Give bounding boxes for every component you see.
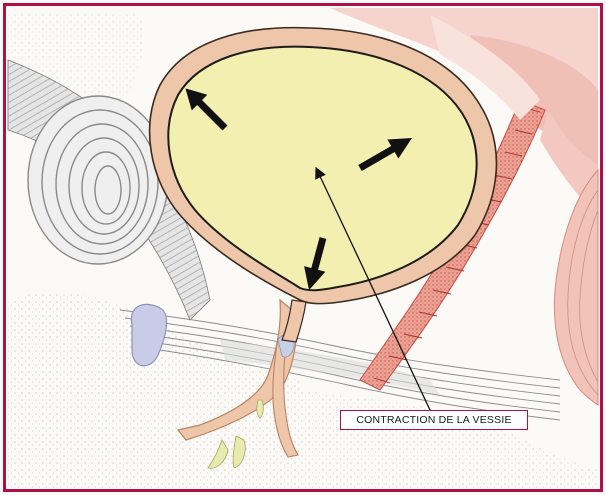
- callout-label: CONTRACTION DE LA VESSIE: [340, 410, 528, 430]
- colon-spiral: [28, 96, 168, 264]
